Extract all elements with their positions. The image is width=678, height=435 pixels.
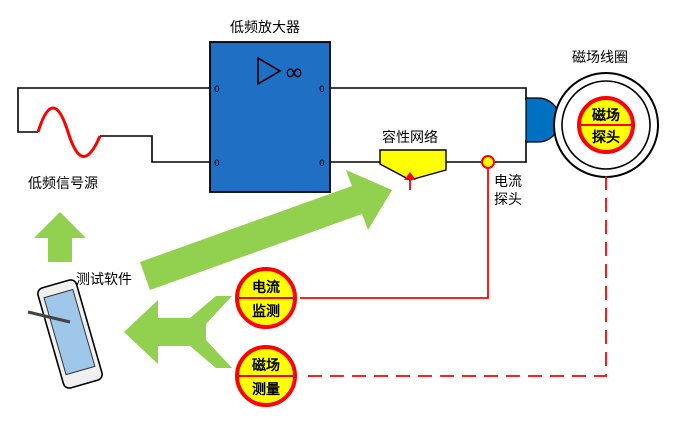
magnetic-measure-badge: 磁场 测量 (235, 345, 297, 407)
current-monitor-line1: 电流 (252, 279, 280, 296)
magnetic-measure-line1: 磁场 (252, 357, 280, 374)
circuit-wires (17, 87, 527, 163)
left-merge-arrow-icon (124, 296, 232, 368)
pin-label-in-bottom: 0 (214, 159, 220, 169)
pin-label-in-top: 0 (214, 85, 220, 95)
amplifier-label: 低频放大器 (230, 20, 300, 36)
signal-source-label: 低频信号源 (28, 176, 98, 192)
magnetic-probe-line2: 探头 (592, 129, 620, 146)
magnetic-coil-label: 磁场线圈 (572, 50, 628, 66)
up-arrow-icon (34, 212, 86, 256)
current-probe-label-line2: 探头 (494, 192, 522, 208)
current-signal-line (300, 168, 489, 299)
magnetic-signal-line (300, 176, 607, 377)
current-monitor-line2: 监测 (252, 303, 280, 320)
magnetic-measure-line2: 测量 (252, 381, 280, 398)
amplifier-block: ∞ 0 0 0 0 (209, 41, 331, 193)
sine-wave-icon (36, 106, 102, 158)
pin-label-out-top: 0 (319, 85, 325, 95)
capacitive-network-label: 容性网络 (382, 129, 438, 146)
current-probe-icon (481, 155, 495, 169)
adjust-arrow-icon (404, 172, 416, 180)
amplifier-triangle-icon (257, 56, 282, 86)
capacitive-network (379, 149, 447, 190)
diagonal-arrow-icon (140, 170, 392, 290)
tablet-icon (27, 279, 103, 389)
magnetic-probe-badge: 磁场 探头 (577, 96, 635, 154)
current-monitor-badge: 电流 监测 (235, 267, 297, 329)
test-software-label: 测试软件 (76, 272, 132, 288)
magnetic-probe-line1: 磁场 (592, 107, 620, 124)
up-arrow-body (48, 238, 72, 262)
current-probe-label-line1: 电流 (494, 174, 522, 190)
pin-label-out-bottom: 0 (319, 159, 325, 169)
infinity-symbol: ∞ (284, 58, 304, 86)
